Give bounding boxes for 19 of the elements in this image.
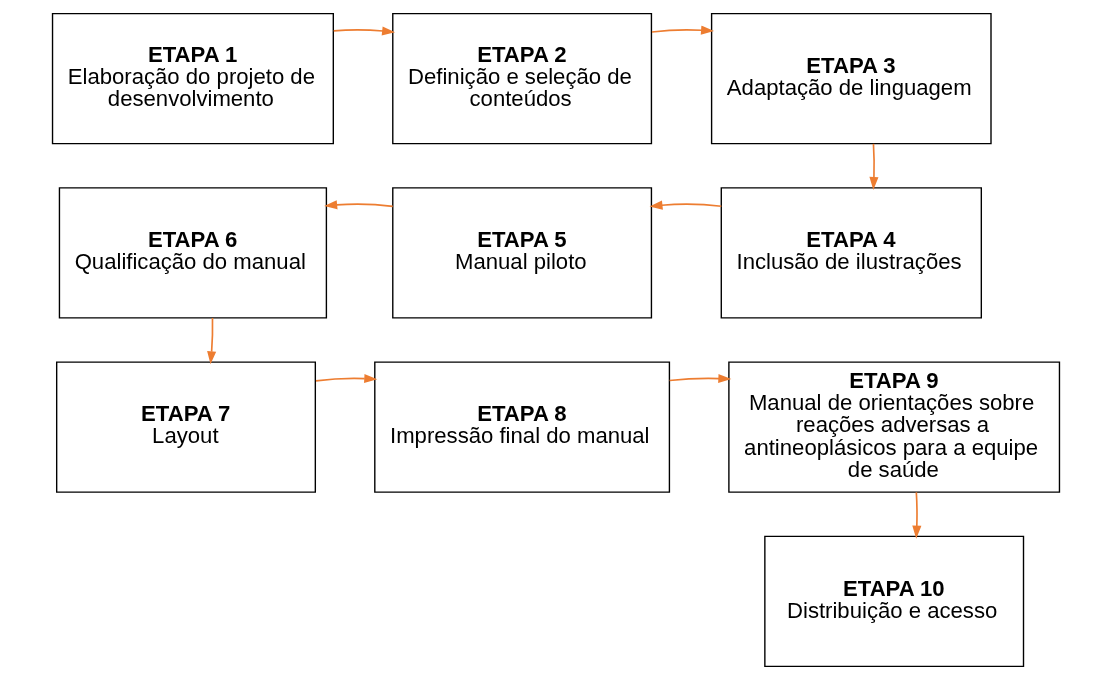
node-box: ETAPA 6 Qualificação do manual bbox=[58, 187, 328, 319]
arrow bbox=[869, 143, 879, 191]
arrow bbox=[912, 491, 922, 539]
arrow bbox=[324, 200, 394, 210]
node-box: ETAPA 1 Elaboração do projeto de desenvolvimento bbox=[51, 12, 334, 145]
arrow bbox=[649, 200, 723, 210]
node-box: ETAPA 7 Layout bbox=[56, 361, 316, 493]
node-box: ETAPA 4 Inclusão de ilustrações bbox=[720, 187, 982, 319]
arrow bbox=[315, 374, 378, 384]
node-box: ETAPA 8 Impressão final do manual bbox=[374, 361, 671, 493]
node-box: ETAPA 10 Distribuição e acesso bbox=[764, 535, 1025, 668]
node-box: ETAPA 5 Manual piloto bbox=[392, 187, 653, 319]
arrow bbox=[651, 25, 715, 35]
arrow bbox=[332, 26, 396, 36]
arrow bbox=[207, 317, 217, 365]
node-box: ETAPA 3 Adaptação de linguagem bbox=[710, 12, 992, 145]
arrow bbox=[668, 373, 732, 384]
node-box: ETAPA 2 Definição e seleção de conteúdos bbox=[392, 12, 653, 145]
node-box: ETAPA 9 Manual de orientações sobre reações adversas a antineoplásicos para a equipe de saúde bbox=[728, 361, 1061, 493]
